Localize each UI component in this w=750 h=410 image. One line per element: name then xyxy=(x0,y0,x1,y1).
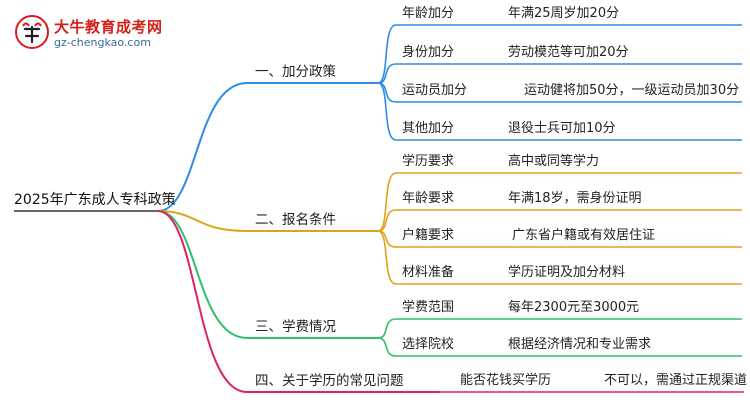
item-label: 年龄加分 xyxy=(402,6,455,21)
item-connector xyxy=(377,230,397,285)
item-value: 劳动模范等可加20分 xyxy=(508,45,629,60)
root-node-label: 2025年广东成人专科政策 xyxy=(14,192,176,208)
item-label: 能否花钱买学历 xyxy=(460,373,552,388)
branch-label: 四、关于学历的常见问题 xyxy=(255,373,404,389)
item-value: 高中或同等学力 xyxy=(508,154,600,169)
item-connector xyxy=(377,82,397,141)
logo-url: gz-chengkao.com xyxy=(54,36,151,49)
item-connector xyxy=(377,172,397,232)
branch-label: 一、加分政策 xyxy=(255,64,336,80)
item-label: 年龄要求 xyxy=(402,191,455,206)
item-label: 身份加分 xyxy=(402,45,455,60)
item-label: 材料准备 xyxy=(402,265,455,280)
branch-connector xyxy=(157,210,248,393)
item-connector xyxy=(377,337,397,357)
item-value: 学历证明及加分材料 xyxy=(508,265,626,280)
branch-connector xyxy=(157,210,248,232)
item-connector xyxy=(377,318,397,339)
item-connector xyxy=(377,209,397,232)
branch-connector xyxy=(157,82,248,212)
branch-label: 三、学费情况 xyxy=(255,319,336,335)
item-label: 户籍要求 xyxy=(402,228,455,243)
item-value: 运动健将加50分，一级运动员加30分 xyxy=(524,83,740,98)
item-label: 其他加分 xyxy=(402,121,455,136)
branch-label: 二、报名条件 xyxy=(255,212,336,228)
item-label: 学历要求 xyxy=(402,154,455,169)
item-value: 根据经济情况和专业需求 xyxy=(508,337,652,352)
item-label: 选择院校 xyxy=(402,337,455,352)
item-connector xyxy=(377,63,397,84)
item-connector xyxy=(377,82,397,103)
logo-title: 大牛教育成考网 xyxy=(54,18,163,36)
item-connector xyxy=(377,24,397,84)
item-label: 运动员加分 xyxy=(402,83,468,98)
site-logo[interactable]: 大牛教育成考网 gz-chengkao.com xyxy=(10,10,170,54)
item-value: 每年2300元至3000元 xyxy=(508,300,640,315)
item-value: 年满25周岁加20分 xyxy=(508,6,620,21)
item-label: 学费范围 xyxy=(402,300,455,315)
branch-connector xyxy=(157,210,248,339)
bull-logo-icon xyxy=(15,15,49,49)
item-value: 广东省户籍或有效居住证 xyxy=(512,228,656,243)
item-value: 退役士兵可加10分 xyxy=(508,121,616,136)
item-connector xyxy=(377,230,397,248)
item-value: 年满18岁，需身份证明 xyxy=(508,191,642,206)
item-value: 不可以，需通过正规渠道 xyxy=(604,373,748,388)
